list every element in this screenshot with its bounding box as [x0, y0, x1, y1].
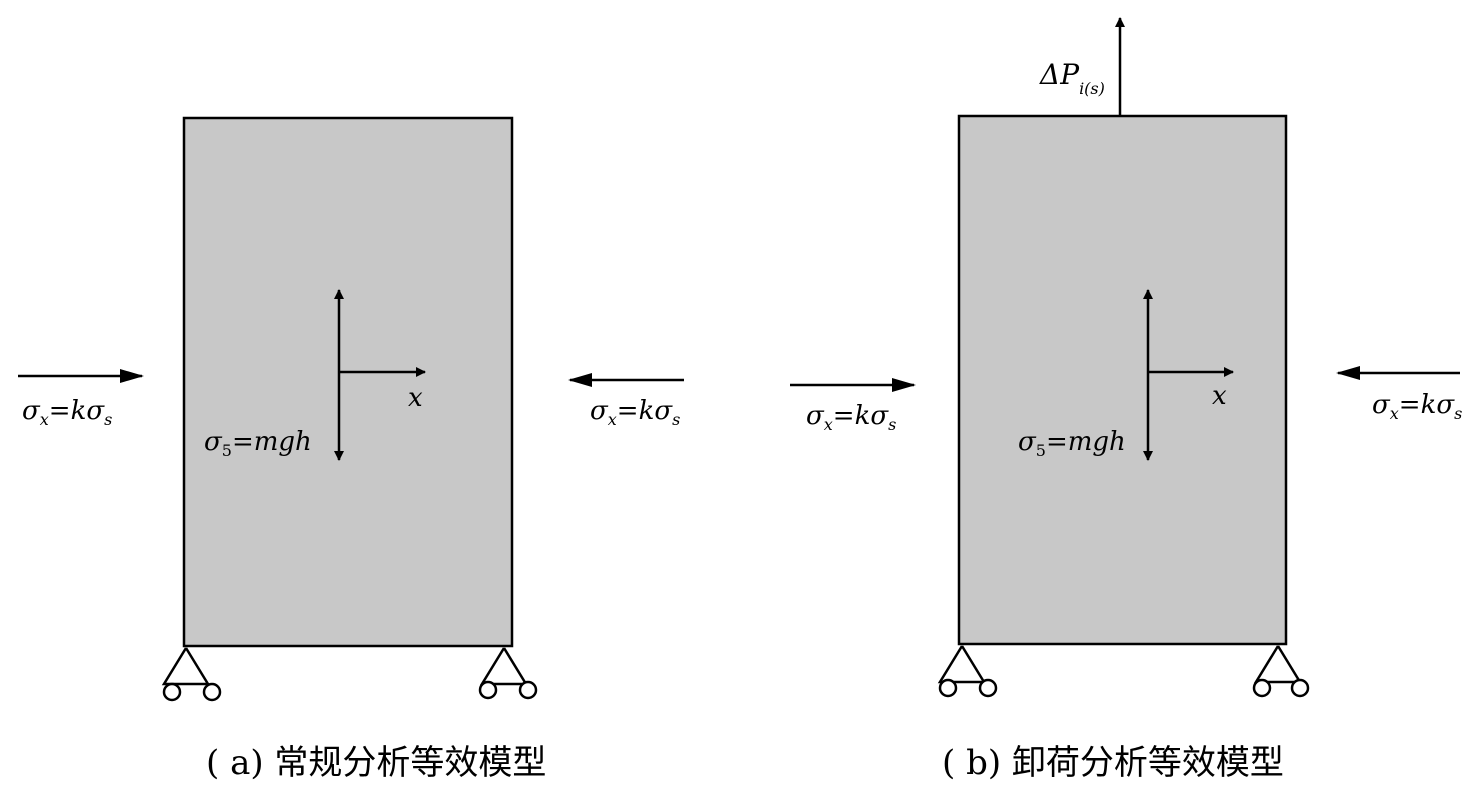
- panel-a: σx=kσs σx=kσs x σ5=mgh ( a) 常规分析等效模型: [18, 116, 684, 783]
- right-load-label-b: σx=kσs: [1372, 390, 1462, 423]
- block-a: [182, 116, 514, 648]
- right-load-label-a: σx=kσs: [590, 396, 680, 429]
- caption-a: ( a) 常规分析等效模型: [206, 743, 546, 783]
- roller-support-right-b: [1252, 645, 1310, 698]
- vertical-load-label-b: σ5=mgh: [1018, 427, 1126, 460]
- left-load-label-a: σx=kσs: [22, 396, 112, 429]
- axis-x-label-a: x: [408, 383, 423, 413]
- block-b: [957, 114, 1288, 646]
- roller-support-left-b: [937, 645, 998, 698]
- caption-b: ( b) 卸荷分析等效模型: [942, 743, 1284, 783]
- panel-b: ΔPi(s) σx=kσs σx=kσs x σ5=mgh: [790, 17, 1462, 783]
- roller-support-left-a: [161, 647, 222, 702]
- left-load-label-b: σx=kσs: [806, 401, 896, 434]
- vertical-load-label-a: σ5=mgh: [204, 427, 312, 460]
- top-load-label-b: ΔPi(s): [1039, 58, 1105, 98]
- axis-x-label-b: x: [1212, 381, 1227, 411]
- roller-support-right-a: [478, 647, 538, 700]
